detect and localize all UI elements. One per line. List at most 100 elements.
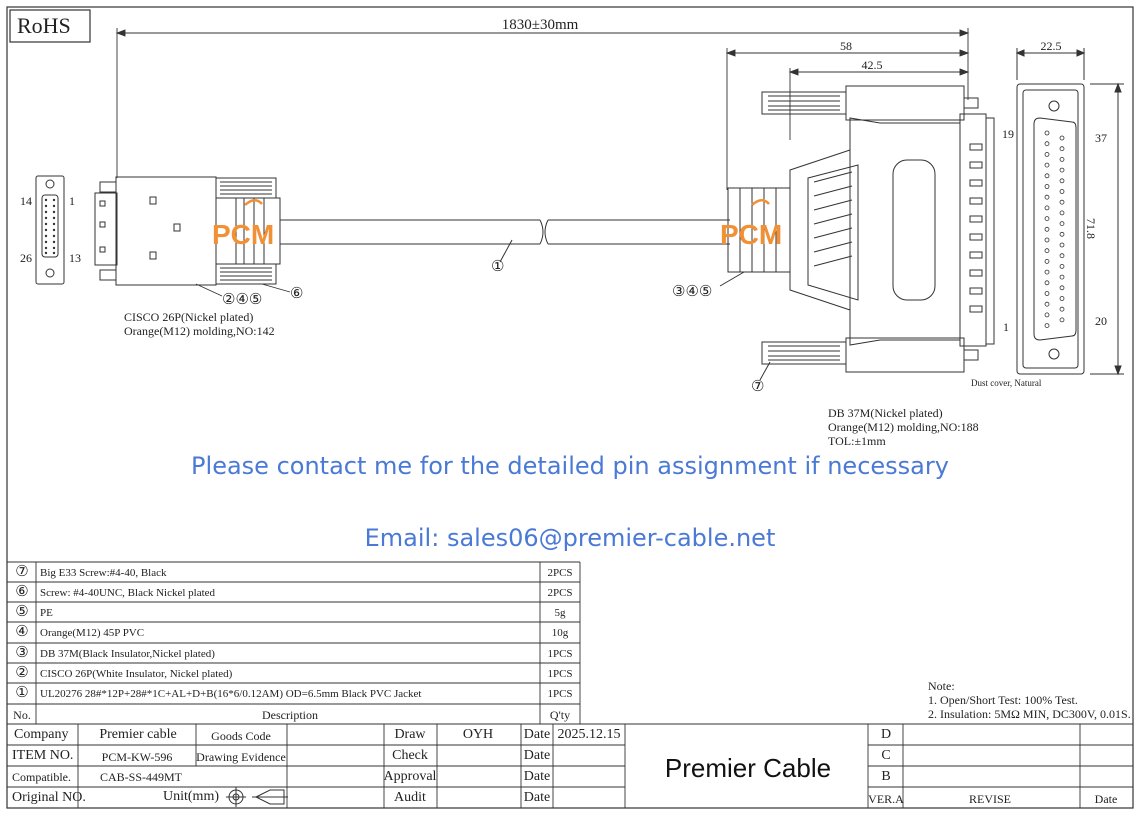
revise-label: REVISE bbox=[969, 792, 1011, 806]
compatible-value: CAB-SS-449MT bbox=[100, 770, 183, 784]
bom-row-qty: 5g bbox=[554, 607, 566, 619]
bom-row-no: ④ bbox=[15, 624, 29, 640]
bom-header-no: No. bbox=[13, 708, 31, 722]
db37-pin bbox=[1059, 253, 1065, 259]
db37-pin bbox=[1044, 205, 1050, 211]
brand-name: Premier Cable bbox=[664, 753, 832, 783]
note-title: Note: bbox=[928, 679, 955, 693]
pcm-watermarks: PCM PCM bbox=[212, 199, 782, 250]
rev-c: C bbox=[881, 748, 891, 763]
date-label-2: Date bbox=[523, 748, 551, 763]
bom-row-no: ⑥ bbox=[15, 584, 29, 600]
dust-cover-label: Dust cover, Natural bbox=[971, 378, 1042, 388]
pcm-watermark-left: PCM bbox=[212, 219, 274, 250]
db37-pin bbox=[1059, 231, 1065, 237]
db37-pin bbox=[1044, 312, 1050, 318]
compatible-label: Compatible. bbox=[12, 770, 71, 784]
contact-email: Email: sales06@premier-cable.net bbox=[364, 524, 776, 552]
dim-42-5: 42.5 bbox=[861, 58, 883, 72]
goods-code-label: Goods Code bbox=[211, 729, 271, 743]
cisco26-side-view bbox=[94, 176, 281, 286]
rev-b: B bbox=[881, 769, 891, 784]
projection-symbol-icon bbox=[226, 787, 288, 807]
db37-pin bbox=[1044, 130, 1050, 136]
db37-pin bbox=[1059, 178, 1065, 184]
db37-tolerance: TOL:±1mm bbox=[828, 434, 886, 448]
draw-label: Draw bbox=[394, 727, 426, 742]
pin-label-14: 14 bbox=[20, 194, 32, 208]
callout-6: ⑥ bbox=[290, 286, 304, 302]
bom-row-desc: PE bbox=[40, 607, 53, 619]
db37-pin-19: 19 bbox=[1002, 127, 1014, 141]
bom-row-no: ③ bbox=[15, 645, 29, 661]
db37-pin bbox=[1044, 248, 1050, 254]
rohs-label: RoHS bbox=[17, 13, 71, 38]
db37-pin bbox=[1044, 226, 1050, 232]
callout-3-4-5: ③④⑤ bbox=[672, 284, 713, 300]
cisco26-molding: Orange(M12) molding,NO:142 bbox=[124, 324, 275, 338]
db37-front-view bbox=[1015, 48, 1124, 376]
db37-pin bbox=[1044, 184, 1050, 189]
date-label-4: Date bbox=[523, 790, 551, 805]
db37-pin bbox=[1044, 162, 1050, 168]
bom-row-no: ⑤ bbox=[15, 604, 29, 620]
company-label: Company bbox=[14, 727, 69, 742]
db37-pin bbox=[1059, 263, 1065, 269]
db37-name: DB 37M(Nickel plated) bbox=[828, 406, 943, 420]
callout-7: ⑦ bbox=[751, 379, 765, 395]
callout-2-4-5: ②④⑤ bbox=[222, 292, 263, 308]
bom-row-desc: Big E33 Screw:#4-40, Black bbox=[40, 567, 167, 579]
db37-pin bbox=[1044, 291, 1050, 296]
date-label-1: Date bbox=[523, 727, 551, 742]
check-label: Check bbox=[392, 748, 428, 763]
bom-row-no: ② bbox=[15, 665, 29, 681]
db37-pin-37: 37 bbox=[1095, 131, 1107, 145]
pin-assignment-note: Please contact me for the detailed pin a… bbox=[191, 452, 949, 480]
db37-molding: Orange(M12) molding,NO:188 bbox=[828, 420, 979, 434]
dim-22-5: 22.5 bbox=[1040, 39, 1062, 53]
bom-row-desc: DB 37M(Black Insulator,Nickel plated) bbox=[40, 648, 215, 660]
db37-pin bbox=[1059, 146, 1065, 152]
bom-row-no: ⑦ bbox=[15, 564, 29, 580]
dim-71-8: 71.8 bbox=[1084, 218, 1098, 239]
db37-pin bbox=[1044, 173, 1050, 179]
db37-pin bbox=[1044, 151, 1050, 157]
bom-row-qty: 10g bbox=[551, 627, 569, 639]
db37-pin bbox=[1044, 237, 1050, 243]
db37-side-view bbox=[719, 85, 995, 381]
title-block-grid bbox=[7, 724, 1133, 808]
dim-58: 58 bbox=[840, 39, 852, 53]
db37-pin bbox=[1044, 258, 1050, 264]
ver-label: VER.A bbox=[868, 792, 904, 806]
db37-pin bbox=[1044, 301, 1050, 307]
bom-row-desc: Screw: #4-40UNC, Black Nickel plated bbox=[40, 587, 216, 599]
db37-pin bbox=[1044, 194, 1050, 200]
bom-row-qty: 2PCS bbox=[547, 567, 573, 579]
note-2: 2. Insulation: 5MΩ MIN, DC300V, 0.01S. bbox=[928, 707, 1131, 721]
note-1: 1. Open/Short Test: 100% Test. bbox=[928, 693, 1078, 707]
db37-pin bbox=[1059, 210, 1065, 216]
bom-row-desc: UL20276 28#*12P+28#*1C+AL+D+B(16*6/0.12A… bbox=[40, 688, 422, 700]
bom-table-grid bbox=[7, 561, 1133, 725]
item-no-label: ITEM NO. bbox=[12, 748, 74, 763]
rev-date-label: Date bbox=[1094, 792, 1118, 806]
db37-pin bbox=[1059, 285, 1065, 291]
bom-row-no: ① bbox=[15, 685, 29, 701]
cable bbox=[280, 219, 730, 263]
db37-pin-20: 20 bbox=[1095, 314, 1107, 328]
bom-row-qty: 1PCS bbox=[547, 688, 573, 700]
draw-value: OYH bbox=[462, 727, 494, 742]
length-dimension bbox=[115, 28, 970, 178]
db37-pin bbox=[1059, 317, 1065, 323]
db37-pin bbox=[1044, 269, 1050, 275]
bom-row-qty: 2PCS bbox=[547, 587, 573, 599]
pin-label-1: 1 bbox=[69, 194, 75, 208]
db37-pin-1: 1 bbox=[1003, 320, 1009, 334]
bom-row-desc: CISCO 26P(White Insulator, Nickel plated… bbox=[40, 668, 233, 680]
pin-label-13: 13 bbox=[69, 251, 81, 265]
db37-pin bbox=[1059, 189, 1065, 194]
db37-pin bbox=[1044, 141, 1050, 147]
width-dimensions bbox=[725, 48, 970, 190]
item-no-value: PCM-KW-596 bbox=[101, 750, 173, 764]
